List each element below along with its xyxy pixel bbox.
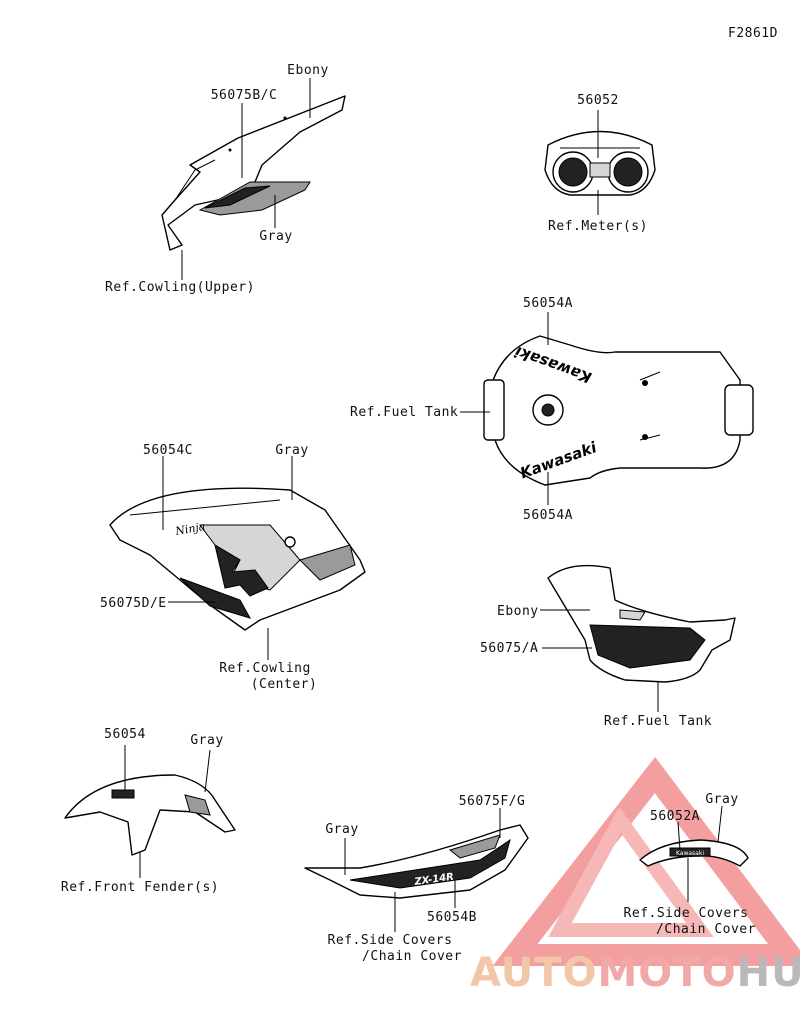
callout-ref-fuel-tank-bottom: Ref.Fuel Tank — [603, 714, 713, 729]
callout-ref-cowling-center-1: Ref.Cowling — [219, 661, 311, 676]
watermark-auto: AUTO — [470, 950, 598, 996]
callout-ref-cowling-center-2: (Center) — [250, 677, 318, 692]
kawasaki-small-decal: Kawasaki — [676, 850, 704, 857]
fuel-tank-top-drawing: Kawasaki Kawasaki — [460, 312, 754, 505]
watermark-moto: MOTO — [597, 950, 737, 996]
callout-56054a-top: 56054A — [523, 296, 573, 311]
front-fender-drawing — [64, 745, 236, 878]
callout-gray-side: Gray — [325, 822, 359, 837]
callout-ref-meters: Ref.Meter(s) — [548, 219, 648, 234]
meter-drawing — [544, 110, 656, 215]
callout-gray-fender: Gray — [190, 733, 224, 748]
callout-56075fg: 56075F/G — [458, 794, 526, 809]
callout-gray-upper: Gray — [259, 229, 293, 244]
callout-56052a: 56052A — [650, 809, 700, 824]
callout-56075de: 56075D/E — [100, 596, 167, 611]
ninja-script-decal: Ninja — [173, 520, 206, 538]
callout-56054: 56054 — [104, 727, 146, 742]
callout-56075a: 56075/A — [480, 641, 539, 656]
callout-56054b: 56054B — [427, 910, 477, 925]
callout-56054c: 56054C — [143, 443, 193, 458]
callout-ref-side-covers-2: /Chain Cover — [362, 949, 462, 964]
callout-56054a-bottom: 56054A — [523, 508, 573, 523]
callout-ref-cowling-upper: Ref.Cowling(Upper) — [105, 280, 255, 295]
callout-gray-tail: Gray — [705, 792, 739, 807]
callout-56052: 56052 — [577, 93, 619, 108]
callout-gray-center: Gray — [275, 443, 309, 458]
side-cover-drawing: ZX-14R — [304, 808, 529, 932]
watermark-text: AUTOMOTOHUB — [470, 950, 800, 996]
callout-ref-side-covers-r2: /Chain Cover — [656, 922, 756, 937]
callout-ref-side-covers-r1: Ref.Side Covers — [623, 906, 749, 921]
fuel-tank-side-drawing — [540, 564, 736, 712]
callout-ref-side-covers-1: Ref.Side Covers — [327, 933, 453, 948]
callout-ebony-top: Ebony — [287, 63, 329, 78]
upper-cowling-drawing — [161, 78, 346, 280]
tail-cover-drawing: Kawasaki — [639, 805, 749, 902]
callout-ref-fuel-tank-top: Ref.Fuel Tank — [350, 405, 459, 420]
figure-id: F2861D — [728, 26, 778, 41]
center-cowling-drawing: Ninja — [109, 456, 366, 660]
callout-56075bc: 56075B/C — [210, 88, 278, 103]
callout-ref-front-fender: Ref.Front Fender(s) — [60, 880, 220, 895]
watermark-hub: HUB — [736, 950, 800, 996]
callout-ebony-tank: Ebony — [497, 604, 539, 619]
